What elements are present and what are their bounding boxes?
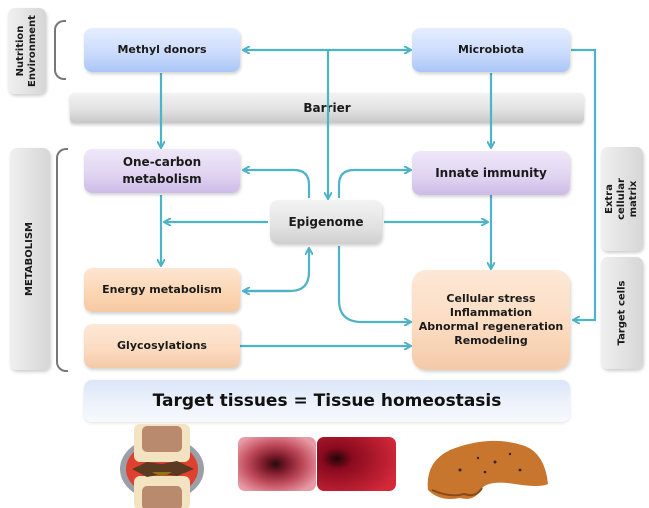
target-tissues-banner: Target tissues = Tissue homeostasis	[84, 380, 570, 422]
target-cells-label: Target cells	[601, 257, 643, 369]
arrow-microbiota-to-outcomes	[571, 48, 597, 320]
metabolism-bracket	[56, 148, 68, 372]
liver-specimen-image	[427, 440, 548, 499]
arrow-epigenome-to-innate	[337, 170, 410, 198]
energy-metabolism-text: Energy metabolism	[102, 283, 222, 296]
arrow-epigenome-to-onecarbon	[244, 170, 311, 198]
outcome-remodeling: Remodeling	[454, 334, 528, 347]
inflamed-joint-image	[120, 424, 204, 508]
outcome-abnormal-regeneration: Abnormal regeneration	[418, 320, 564, 333]
nutrition-environment-label: Nutrition Environment	[8, 8, 46, 94]
one-carbon-metabolism-text: One-carbon metabolism	[122, 155, 202, 186]
epigenome-box: Epigenome	[270, 200, 382, 244]
epigenome-text: Epigenome	[288, 215, 364, 229]
arrow-energy-to-epigenome	[244, 249, 309, 293]
glycosylations-text: Glycosylations	[117, 339, 207, 352]
extra-cellular-matrix-label: Extra cellular matrix	[601, 147, 643, 251]
microbiota-text: Microbiota	[457, 43, 525, 56]
methyl-donors-text: Methyl donors	[117, 43, 207, 56]
metabolism-label: METABOLISM	[10, 148, 50, 370]
one-carbon-metabolism-box: One-carbon metabolism	[84, 149, 240, 193]
outcome-cellular-stress: Cellular stress	[446, 292, 536, 305]
innate-immunity-box: Innate immunity	[412, 151, 570, 195]
intestine-endoscopy-image	[238, 437, 396, 491]
microbiota-box: Microbiota	[412, 28, 570, 72]
arrow-epigenome-to-outcomes	[337, 246, 410, 322]
energy-metabolism-box: Energy metabolism	[84, 268, 240, 312]
innate-immunity-text: Innate immunity	[435, 166, 547, 180]
outcome-inflammation: Inflammation	[449, 306, 533, 319]
glycosylations-box: Glycosylations	[84, 324, 240, 368]
target-tissues-title: Target tissues = Tissue homeostasis	[152, 391, 502, 411]
nutrition-bracket	[54, 20, 66, 80]
methyl-donors-box: Methyl donors	[84, 28, 240, 72]
outcomes-box: Cellular stress Inflammation Abnormal re…	[412, 270, 570, 370]
